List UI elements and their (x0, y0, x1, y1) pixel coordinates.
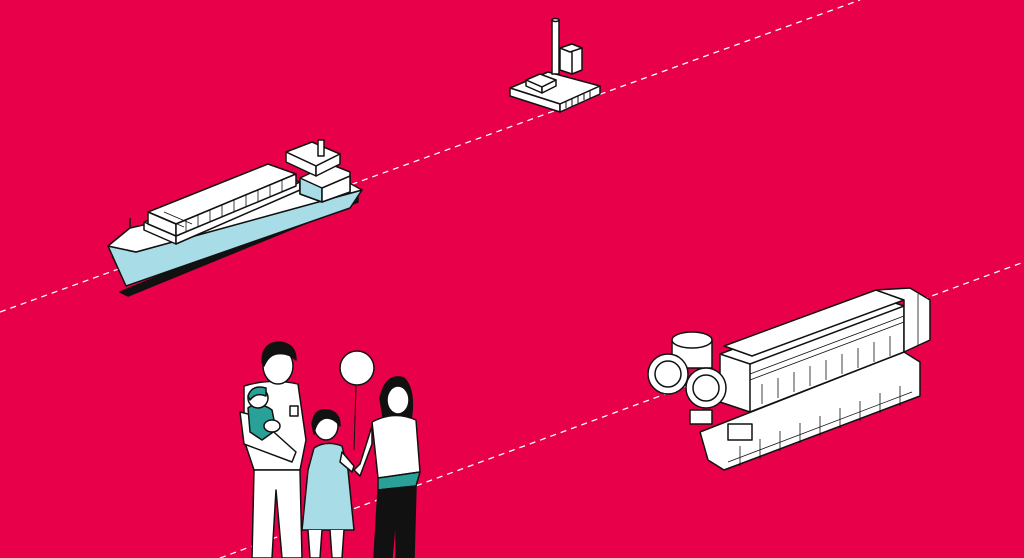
woman-icon (353, 376, 421, 558)
balloon-string (353, 385, 357, 451)
route-line-upper (0, 0, 861, 313)
family-icon (239, 341, 421, 558)
power-plant-icon (509, 17, 601, 113)
marine-engine-icon (647, 287, 931, 471)
container-ship-icon (107, 139, 363, 297)
balloon-icon (339, 350, 375, 386)
girl-icon (301, 409, 355, 558)
baby-icon (247, 386, 281, 441)
